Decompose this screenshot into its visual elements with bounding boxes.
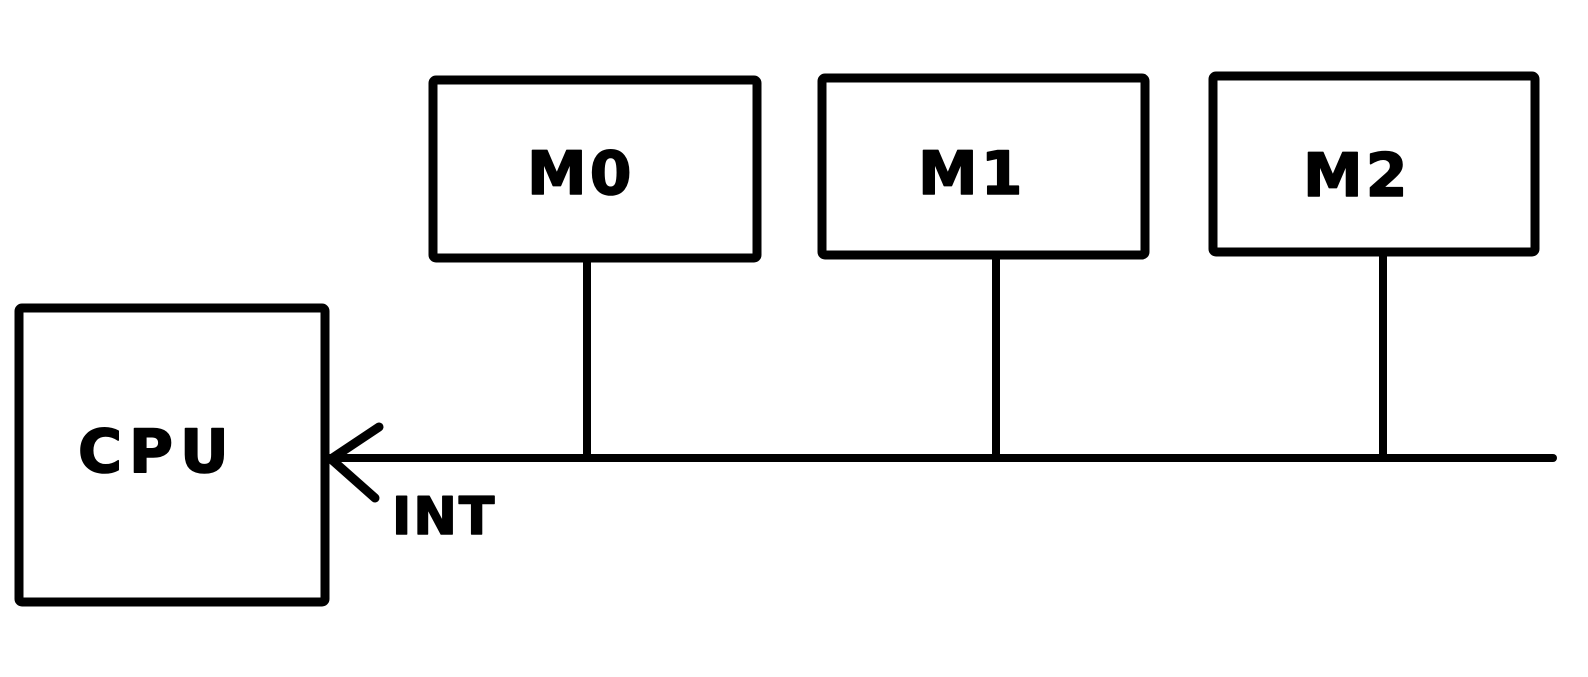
int-label: INT	[392, 487, 496, 547]
arrowhead-upper-wing	[326, 422, 384, 464]
m1-box[interactable]	[817, 73, 1150, 260]
node-m1[interactable]: M1	[817, 73, 1150, 462]
m2-box[interactable]	[1208, 71, 1540, 257]
node-m0[interactable]: M0	[428, 75, 762, 462]
node-m2[interactable]: M2	[1208, 71, 1540, 462]
node-cpu[interactable]: CPU	[14, 303, 330, 607]
m0-box[interactable]	[428, 75, 762, 263]
arrowhead-lower-wing	[326, 454, 380, 503]
cpu-label: CPU	[78, 417, 236, 487]
m2-label: M2	[1303, 141, 1410, 211]
cpu-box[interactable]	[14, 303, 330, 607]
m0-label: M0	[527, 139, 634, 209]
m1-label: M1	[918, 139, 1025, 209]
interrupt-bus[interactable]: INT	[325, 422, 1557, 548]
